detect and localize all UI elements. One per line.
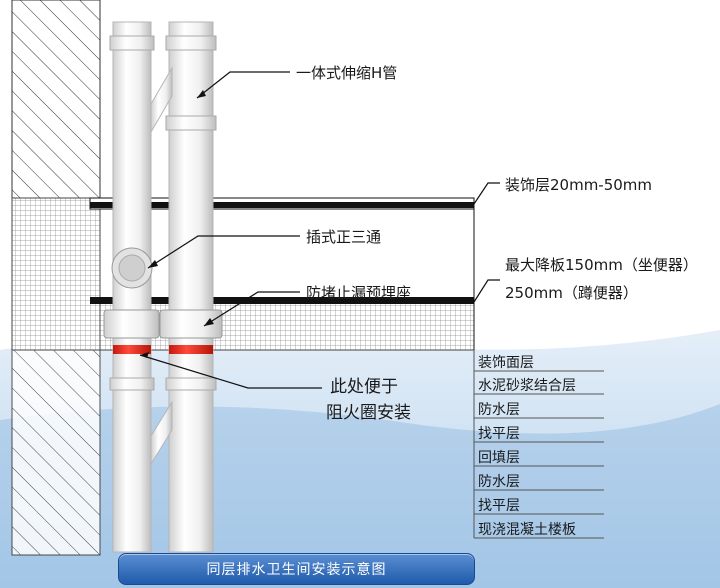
h-pipe-connector (150, 66, 173, 134)
label-tee: 插式正三通 (306, 228, 382, 246)
leader-seat (203, 291, 300, 327)
layer-label: 找平层 (478, 426, 520, 442)
label-leak-seat: 防堵止漏预埋座 (306, 284, 412, 302)
layer-label: 现浇混凝土楼板 (478, 522, 576, 538)
arrow-seat (204, 318, 214, 326)
right-pipe (165, 21, 217, 553)
label-h-pipe: 一体式伸缩H管 (296, 64, 398, 82)
leader-drop (473, 279, 500, 303)
caption-text: 同层排水卫生间安装示意图 (206, 562, 387, 578)
wall-grid (11, 197, 101, 351)
layer-table (473, 350, 604, 539)
layer-label: 回填层 (478, 450, 520, 466)
layer-label: 装饰面层 (478, 355, 534, 371)
wall-lower (11, 349, 101, 556)
fire-ring-left (113, 345, 151, 354)
lower-connector (150, 400, 173, 466)
layer-label: 水泥砂浆结合层 (478, 378, 576, 394)
leader-h-pipe (196, 71, 290, 99)
structural-slab-line (90, 297, 474, 304)
layer-label: 防水层 (478, 474, 520, 490)
tee-fitting (111, 247, 153, 289)
embedded-seat (103, 309, 223, 339)
label-fire-ring-line1: 此处便于 (330, 377, 398, 397)
layer-label: 防水层 (478, 402, 520, 418)
layer-label: 找平层 (478, 498, 520, 514)
caption-banner: 同层排水卫生间安装示意图 (118, 553, 475, 585)
arrow-fire-ring (140, 352, 149, 358)
label-fire-ring-line2: 阻火圈安装 (326, 403, 411, 423)
label-max-drop: 最大降板150mm（坐便器） (505, 256, 698, 274)
leader-tee (147, 235, 300, 269)
arrow-h-pipe (197, 90, 206, 98)
label-finish-thickness: 装饰层20mm-50mm (505, 176, 653, 194)
finish-layer-dark (90, 202, 474, 208)
fire-ring-right (169, 345, 213, 354)
wall (11, 0, 101, 199)
leader-finish (473, 182, 500, 205)
arrow-tee (148, 260, 158, 268)
leader-fire-ring (139, 354, 322, 389)
label-squat-drop: 250mm（蹲便器） (505, 284, 638, 302)
